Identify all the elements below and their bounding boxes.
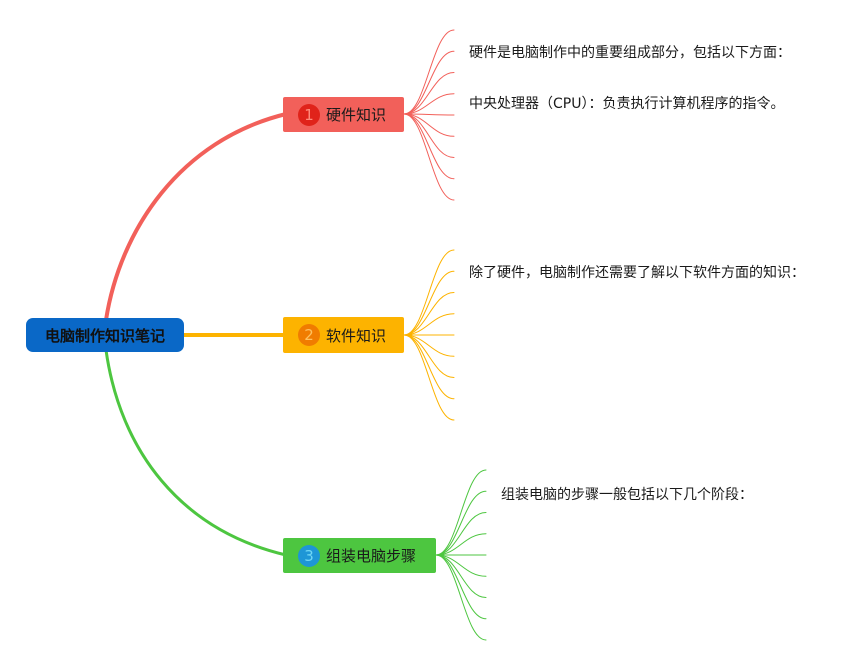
branch-assembly-label: 组装电脑步骤 <box>326 547 417 565</box>
assembly-fan-line-9 <box>435 554 487 641</box>
hardware-fan-line-3 <box>403 72 455 115</box>
hardware-fan-line-7 <box>403 113 455 158</box>
root-topic[interactable]: 电脑制作知识笔记 <box>26 318 184 352</box>
assembly-note-1[interactable]: 组装电脑的步骤一般包括以下几个阶段： <box>501 487 753 503</box>
hardware-fan-line-4 <box>403 93 455 115</box>
hardware-fan-line-1 <box>403 29 455 115</box>
branch-software-label: 软件知识 <box>326 326 387 345</box>
software-fan-line-2 <box>403 270 455 336</box>
number-badge-1: 1 <box>298 103 320 126</box>
branch-hardware[interactable]: 1 硬件知识 <box>283 97 404 132</box>
hardware-fan-line-8 <box>403 113 455 180</box>
software-fan-line-4 <box>403 313 455 336</box>
root-topic-label: 电脑制作知识笔记 <box>44 326 165 345</box>
assembly-fan-line-7 <box>435 554 487 598</box>
software-fan-line-8 <box>403 334 455 400</box>
assembly-fan-line-8 <box>435 554 487 620</box>
branch-assembly[interactable]: 3 组装电脑步骤 <box>283 538 436 573</box>
number-badge-3: 3 <box>298 544 320 567</box>
connector-assembly <box>104 348 288 557</box>
hardware-fan-line-2 <box>403 50 455 115</box>
branch-hardware-label: 硬件知识 <box>326 106 387 124</box>
hardware-note-2[interactable]: 中央处理器（CPU）：负责执行计算机程序的指令。 <box>469 96 785 112</box>
assembly-fan-line-4 <box>435 533 487 556</box>
number-badge-2: 2 <box>298 324 320 346</box>
software-fan-line-1 <box>403 249 455 336</box>
assembly-fan-line-3 <box>435 512 487 556</box>
software-fan-line-7 <box>403 334 455 378</box>
hardware-note-1[interactable]: 硬件是电脑制作中的重要组成部分，包括以下方面： <box>469 45 791 61</box>
assembly-fan-line-2 <box>435 490 487 556</box>
hardware-fan-line-9 <box>403 113 455 201</box>
software-fan-line-9 <box>403 334 455 421</box>
software-fan-line-3 <box>403 292 455 336</box>
software-note-1[interactable]: 除了硬件，电脑制作还需要了解以下软件方面的知识： <box>469 265 805 281</box>
branch-software[interactable]: 2 软件知识 <box>283 317 404 353</box>
assembly-fan-line-1 <box>435 469 487 556</box>
connector-hardware <box>104 112 288 322</box>
